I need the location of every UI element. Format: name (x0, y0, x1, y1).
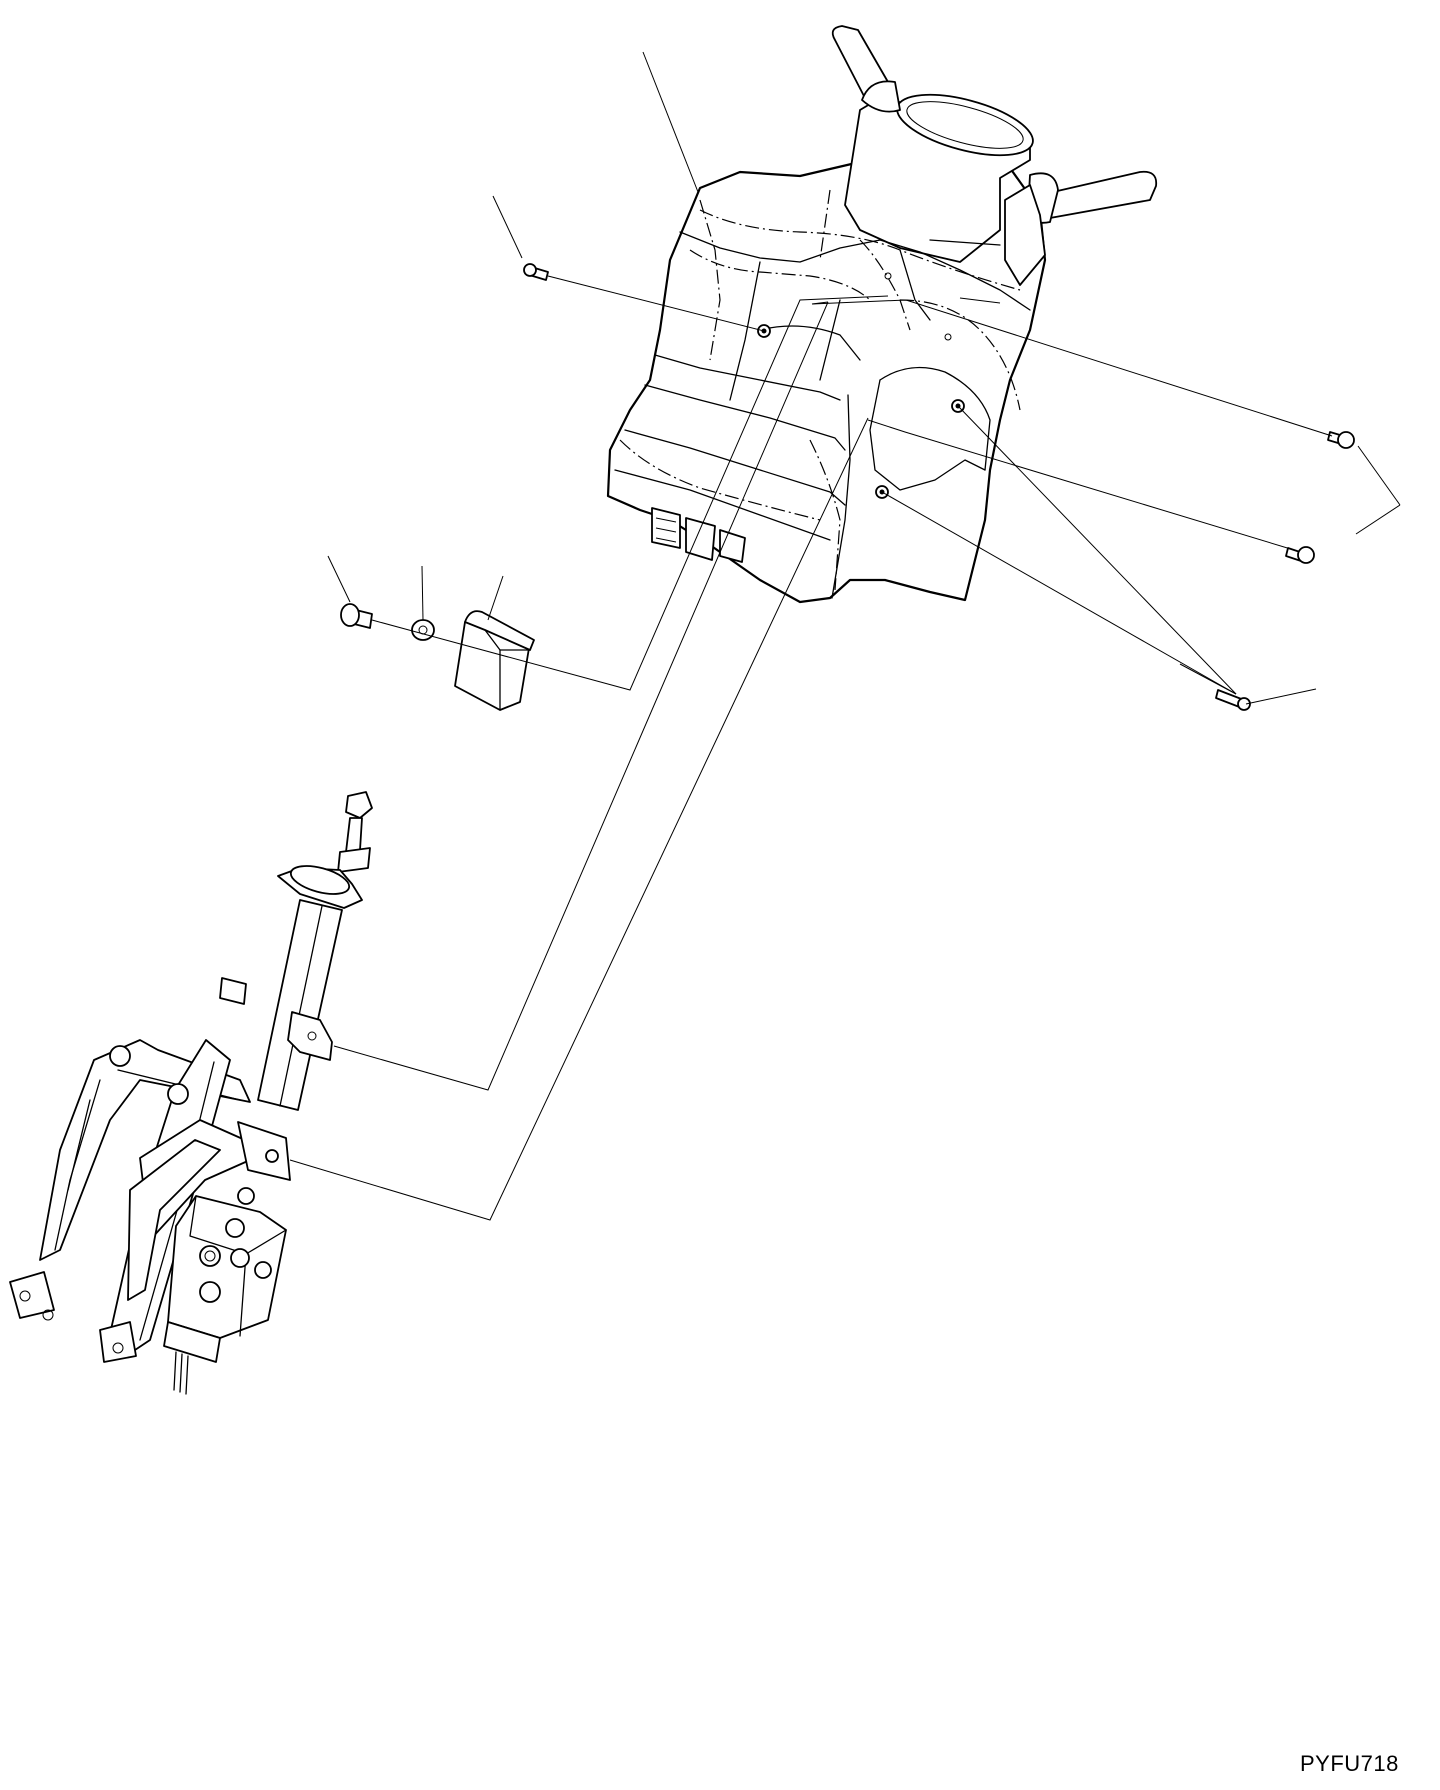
screw-left-top (523, 263, 549, 281)
screw-right-upper (1327, 431, 1355, 449)
screw-right-middle (1285, 546, 1315, 564)
switch-block-part (454, 610, 535, 711)
steering-column-assembly (9, 791, 373, 1395)
washer-part (411, 619, 435, 641)
bolt-part (340, 603, 373, 629)
drawing-code-label: PYFU718 (1300, 1751, 1399, 1776)
callout-leader-lines (289, 51, 1401, 1221)
screw-right-lower (1215, 689, 1251, 711)
column-cover-assembly (606, 25, 1158, 604)
